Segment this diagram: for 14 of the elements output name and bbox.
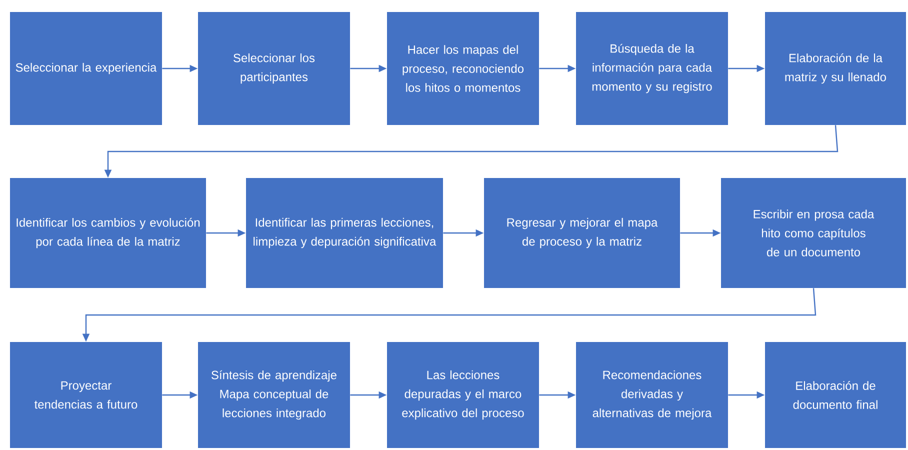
process-box: Escribir en prosa cada hito como capítulos de un documento	[721, 178, 906, 288]
process-box: Búsqueda de la información para cada momento y su registro	[576, 12, 728, 125]
process-box: Hacer los mapas del proceso, reconociendo los hitos o momentos	[387, 12, 539, 125]
process-box: Las lecciones depuradas y el marco explicativo del proceso	[387, 342, 539, 448]
process-box: Elaboración de documento final	[765, 342, 906, 448]
process-box: Identificar las primeras lecciones, limpieza y depuración significativa	[246, 178, 443, 288]
process-box: Recomendaciones derivadas y alternativas de mejora	[576, 342, 728, 448]
process-box: Regresar y mejorar el mapa de proceso y la matriz	[484, 178, 680, 288]
process-box: Elaboración de la matriz y su llenado	[765, 12, 906, 125]
process-box: Identificar los cambios y evolución por cada línea de la matriz	[10, 178, 206, 288]
process-box: Síntesis de aprendizaje Mapa conceptual de lecciones integrado	[198, 342, 350, 448]
process-box: Proyectar tendencias a futuro	[10, 342, 162, 448]
process-box: Seleccionar la experiencia	[10, 12, 162, 125]
process-box: Seleccionar los participantes	[198, 12, 350, 125]
